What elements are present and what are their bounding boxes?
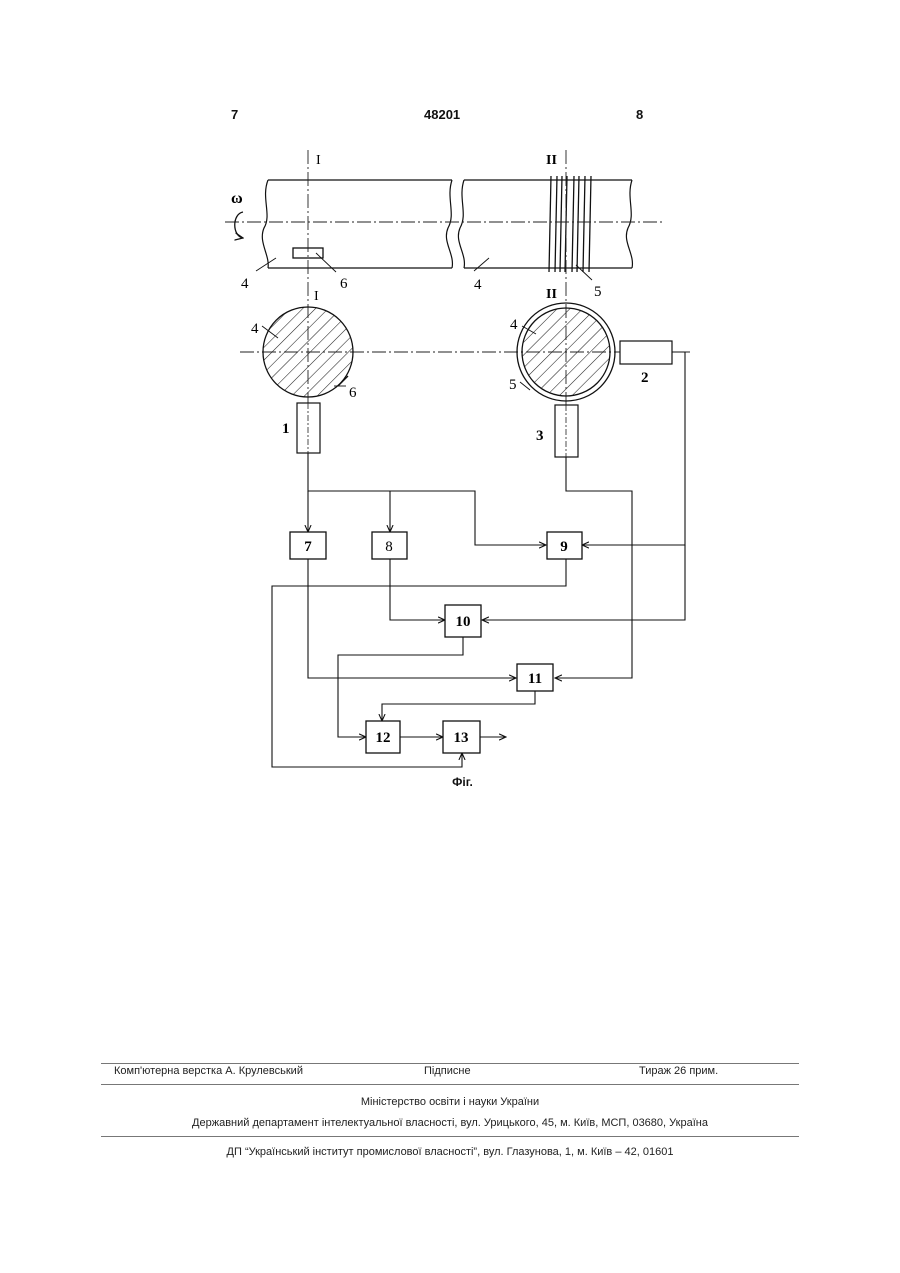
footer-rule-middle	[101, 1084, 799, 1085]
section-label-2-top: II	[546, 153, 557, 168]
footer-institute: ДП “Український інститут промислової вла…	[101, 1146, 799, 1158]
footer-signed: Підписне	[424, 1065, 471, 1077]
probe-3	[555, 405, 578, 457]
block-label-7: 7	[304, 539, 312, 555]
label-ring: 5	[594, 284, 602, 300]
shaft-right	[458, 180, 632, 268]
label-probe-2: 2	[641, 370, 649, 386]
label-section2-shaft: 4	[510, 317, 518, 333]
footer-rule-bottom	[101, 1136, 799, 1137]
label-probe-3: 3	[536, 428, 544, 444]
footer-circulation: Тираж 26 прим.	[639, 1065, 718, 1077]
label-section2-ring: 5	[509, 377, 517, 393]
shaft-left	[262, 180, 452, 268]
section-label-1-bottom: I	[314, 289, 319, 304]
figure-caption: Фіг.	[0, 775, 900, 789]
probe-2	[620, 341, 672, 364]
block-label-13: 13	[454, 730, 469, 746]
label-probe-1: 1	[282, 421, 290, 437]
omega-symbol: ω	[231, 190, 243, 207]
label-section1-shaft: 4	[251, 321, 259, 337]
block-label-10: 10	[456, 614, 471, 630]
label-shaft-left: 4	[241, 276, 249, 292]
cross-section-2	[522, 308, 610, 396]
block-label-11: 11	[528, 671, 542, 687]
footer-department: Державний департамент інтелектуальної вл…	[101, 1117, 799, 1129]
ring-set	[549, 176, 591, 272]
footer-layout-credit: Комп'ютерна верстка А. Крулевський	[114, 1065, 303, 1077]
label-sensor-mark: 6	[340, 276, 348, 292]
block-label-12: 12	[376, 730, 391, 746]
section-label-2-bottom: II	[546, 287, 557, 302]
probe-1	[297, 403, 320, 453]
footer-ministry: Міністерство освіти і науки України	[101, 1096, 799, 1108]
footer-rule-top	[101, 1063, 799, 1064]
cross-section-1	[263, 307, 353, 397]
block-label-8: 8	[385, 539, 393, 555]
label-section1-mark: 6	[349, 385, 357, 401]
section-label-1-top: I	[316, 153, 321, 168]
label-shaft-right: 4	[474, 277, 482, 293]
block-label-9: 9	[560, 539, 568, 555]
rotation-arrow	[235, 212, 243, 238]
